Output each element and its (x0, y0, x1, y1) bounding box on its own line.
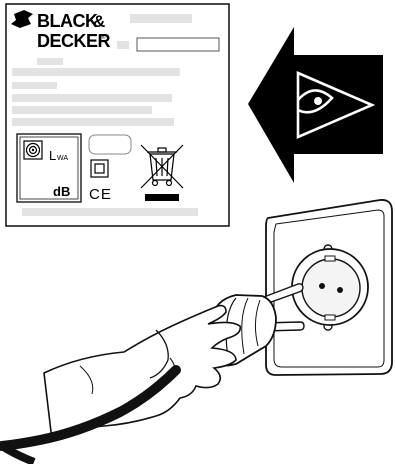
rating-plate: BLACK & DECKER ® (6, 4, 229, 226)
brand-name-line1: BLACK (37, 11, 98, 31)
placeholder-line (117, 41, 129, 49)
hand-holding-plug (44, 306, 240, 440)
placeholder-line (12, 106, 152, 114)
placeholder-line (12, 82, 57, 89)
placeholder-rounded-box (89, 135, 131, 154)
sound-symbol-subscript: WA (57, 155, 68, 162)
sound-power-label: L WA dB (17, 134, 81, 202)
wall-socket (266, 200, 392, 375)
placeholder-line (12, 94, 172, 102)
ce-mark: CE (89, 186, 112, 203)
placeholder-line (37, 58, 63, 65)
left-arrow-shape (248, 27, 383, 183)
brand-name-line2: DECKER (37, 31, 111, 51)
brand-ampersand: & (93, 12, 105, 31)
read-manual-arrow (248, 27, 383, 183)
speaker-icon (24, 141, 42, 159)
placeholder-line (130, 14, 192, 23)
placeholder-line (22, 208, 198, 216)
placeholder-line (12, 118, 174, 126)
registered-mark: ® (101, 34, 106, 41)
placeholder-line (12, 68, 180, 76)
sound-symbol: L (49, 148, 56, 163)
sound-unit: dB (53, 184, 70, 199)
serial-number-box (137, 38, 219, 51)
